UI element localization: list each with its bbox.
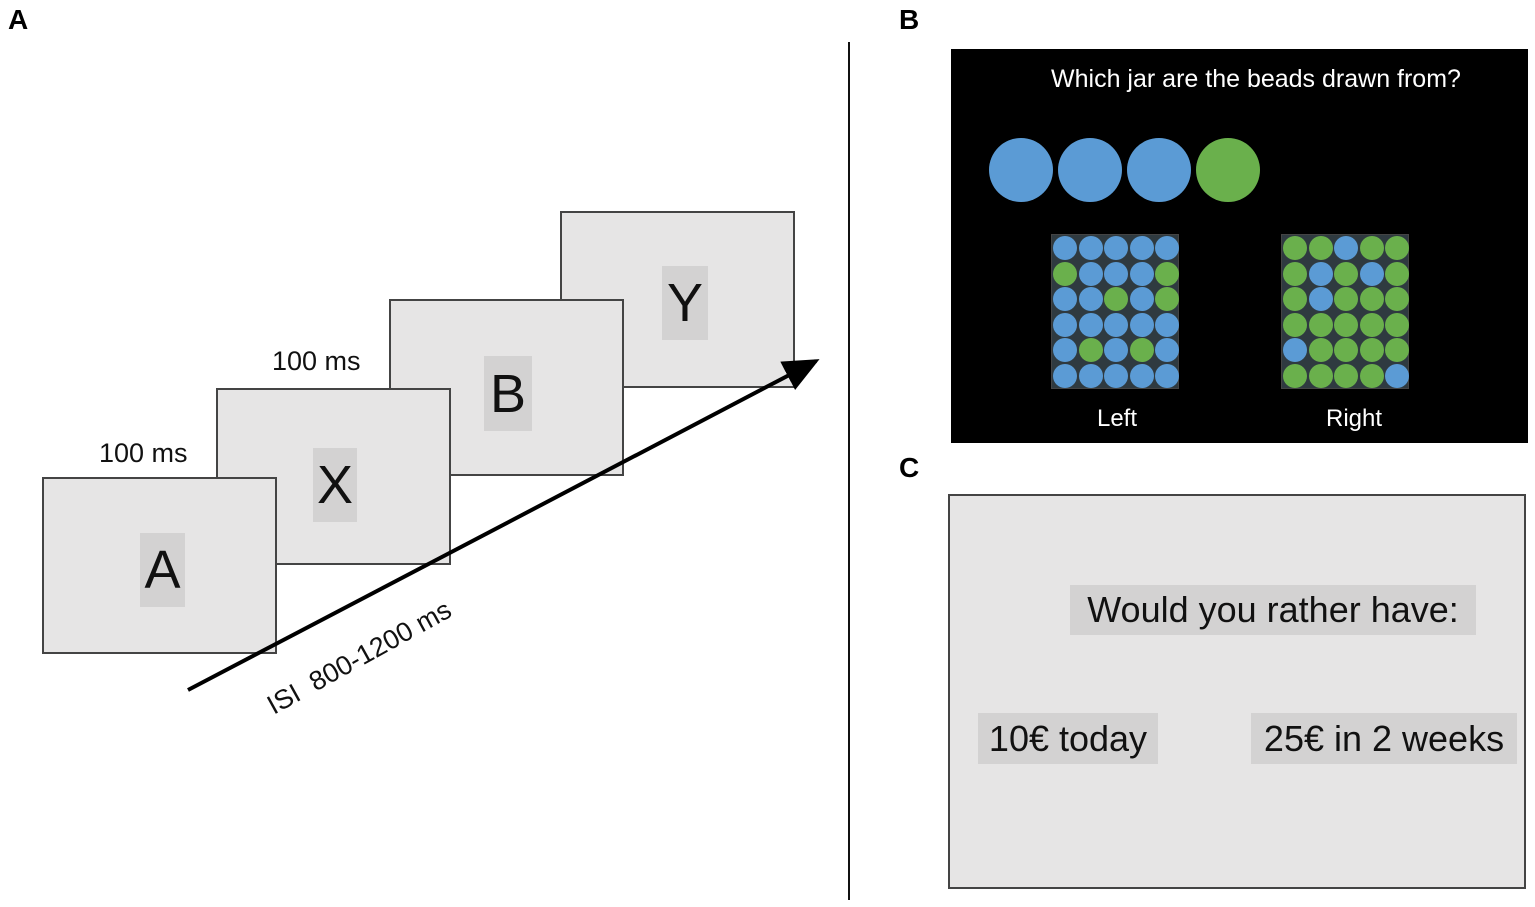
blue-bead xyxy=(1129,236,1154,260)
green-bead xyxy=(1385,236,1409,260)
blue-bead xyxy=(1053,236,1077,260)
stimulus-letter: X xyxy=(313,448,357,522)
green-bead xyxy=(1359,338,1384,362)
green-bead xyxy=(1283,236,1307,260)
green-bead xyxy=(1308,363,1333,388)
option-right: 25€ in 2 weeks xyxy=(1251,713,1517,764)
green-bead xyxy=(1334,338,1358,362)
blue-bead xyxy=(1053,363,1077,388)
blue-bead xyxy=(1078,312,1103,337)
jar-left-label: Left xyxy=(1096,405,1138,432)
blue-bead xyxy=(1053,312,1077,337)
blue-bead xyxy=(1078,236,1103,260)
blue-bead xyxy=(1053,338,1077,362)
green-bead xyxy=(1334,363,1358,388)
delay-discounting-screen: Would you rather have: 10€ today 25€ in … xyxy=(948,494,1526,889)
green-bead xyxy=(1283,261,1307,286)
blue-bead xyxy=(1104,236,1128,260)
stimulus-letter: Y xyxy=(662,266,708,340)
green-bead xyxy=(1078,338,1103,362)
blue-bead xyxy=(1058,138,1122,202)
blue-bead xyxy=(1308,261,1333,286)
green-bead xyxy=(1359,236,1384,260)
green-bead xyxy=(1385,338,1409,362)
green-bead xyxy=(1334,312,1358,337)
jar-left xyxy=(1051,234,1179,389)
beads-question: Which jar are the beads drawn from? xyxy=(1051,65,1461,93)
green-bead xyxy=(1053,261,1077,286)
blue-bead xyxy=(1129,363,1154,388)
blue-bead xyxy=(1078,363,1103,388)
blue-bead xyxy=(989,138,1053,202)
time-arrow xyxy=(187,359,820,692)
green-bead xyxy=(1129,338,1154,362)
stimulus-letter: A xyxy=(140,533,185,607)
green-bead xyxy=(1334,287,1358,311)
green-bead xyxy=(1155,287,1179,311)
blue-bead xyxy=(1129,312,1154,337)
blue-bead xyxy=(1129,287,1154,311)
green-bead xyxy=(1359,287,1384,311)
blue-bead xyxy=(1334,236,1358,260)
green-bead xyxy=(1359,312,1384,337)
blue-bead xyxy=(1078,261,1103,286)
green-bead xyxy=(1196,138,1260,202)
jar-right xyxy=(1281,234,1409,389)
green-bead xyxy=(1308,236,1333,260)
blue-bead xyxy=(1155,236,1179,260)
green-bead xyxy=(1308,338,1333,362)
green-bead xyxy=(1155,261,1179,286)
blue-bead xyxy=(1155,363,1179,388)
blue-bead xyxy=(1078,287,1103,311)
green-bead xyxy=(1283,287,1307,311)
jar-right-label: Right xyxy=(1325,405,1383,432)
green-bead xyxy=(1104,287,1128,311)
blue-bead xyxy=(1104,363,1128,388)
beads-task-screen: Which jar are the beads drawn from? Left… xyxy=(951,49,1528,443)
panel-label-b: B xyxy=(899,4,920,35)
green-bead xyxy=(1385,287,1409,311)
green-bead xyxy=(1359,363,1384,388)
blue-bead xyxy=(1155,312,1179,337)
panel-divider xyxy=(848,42,850,900)
blue-bead xyxy=(1129,261,1154,286)
blue-bead xyxy=(1385,363,1409,388)
green-bead xyxy=(1283,363,1307,388)
panel-label-a: A xyxy=(8,4,29,35)
option-left: 10€ today xyxy=(978,713,1158,764)
green-bead xyxy=(1385,261,1409,286)
blue-bead xyxy=(1127,138,1191,202)
green-bead xyxy=(1283,312,1307,337)
duration-label: 100 ms xyxy=(99,438,188,468)
green-bead xyxy=(1385,312,1409,337)
stimulus-frame-1: A xyxy=(42,477,277,654)
panel-label-c: C xyxy=(899,452,920,483)
choice-question: Would you rather have: xyxy=(1070,585,1476,635)
stimulus-letter: B xyxy=(484,356,532,431)
blue-bead xyxy=(1053,287,1077,311)
blue-bead xyxy=(1104,312,1128,337)
green-bead xyxy=(1334,261,1358,286)
blue-bead xyxy=(1283,338,1307,362)
blue-bead xyxy=(1359,261,1384,286)
blue-bead xyxy=(1308,287,1333,311)
blue-bead xyxy=(1155,338,1179,362)
blue-bead xyxy=(1104,338,1128,362)
blue-bead xyxy=(1104,261,1128,286)
duration-label: 100 ms xyxy=(272,346,361,376)
green-bead xyxy=(1308,312,1333,337)
